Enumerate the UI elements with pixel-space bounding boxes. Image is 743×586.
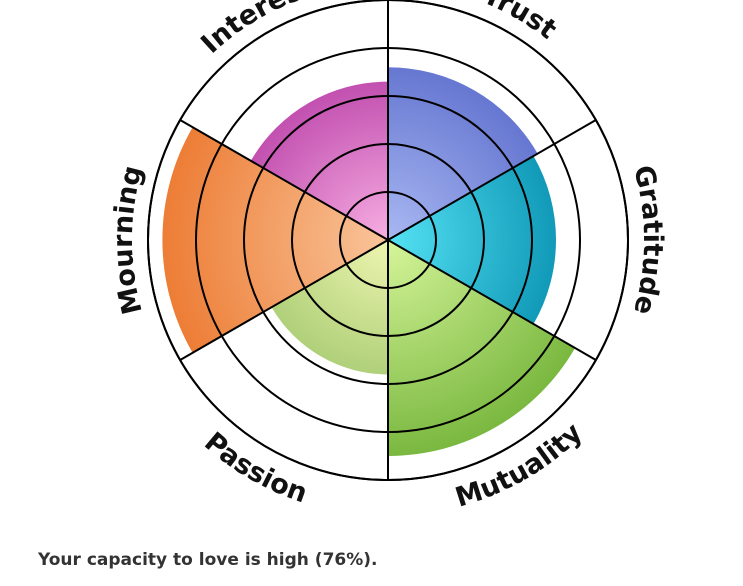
spoke-6 [179,119,389,241]
sector-interest [250,81,388,240]
spoke-3 [387,239,597,361]
axis-label-interest: Interest [195,0,317,60]
spoke-2 [387,119,597,241]
polar-area-chart-svg: TrustGratitudeMutualityPassionMourningIn… [108,0,668,514]
sector-mourning [162,127,388,353]
sector-passion [271,240,388,375]
sector-mutuality [388,240,576,456]
love-wheel-chart: TrustGratitudeMutualityPassionMourningIn… [108,0,668,514]
love-capacity-result: Your capacity to love is high (76%). [38,550,378,570]
axis-label-mourning: Mourning [108,163,149,318]
spoke-5 [179,239,389,361]
sector-trust [388,67,538,240]
axis-label-gratitude: Gratitude [627,162,668,318]
spokes-layer [179,0,597,480]
sector-gratitude [388,156,556,324]
sectors-layer [162,67,576,456]
